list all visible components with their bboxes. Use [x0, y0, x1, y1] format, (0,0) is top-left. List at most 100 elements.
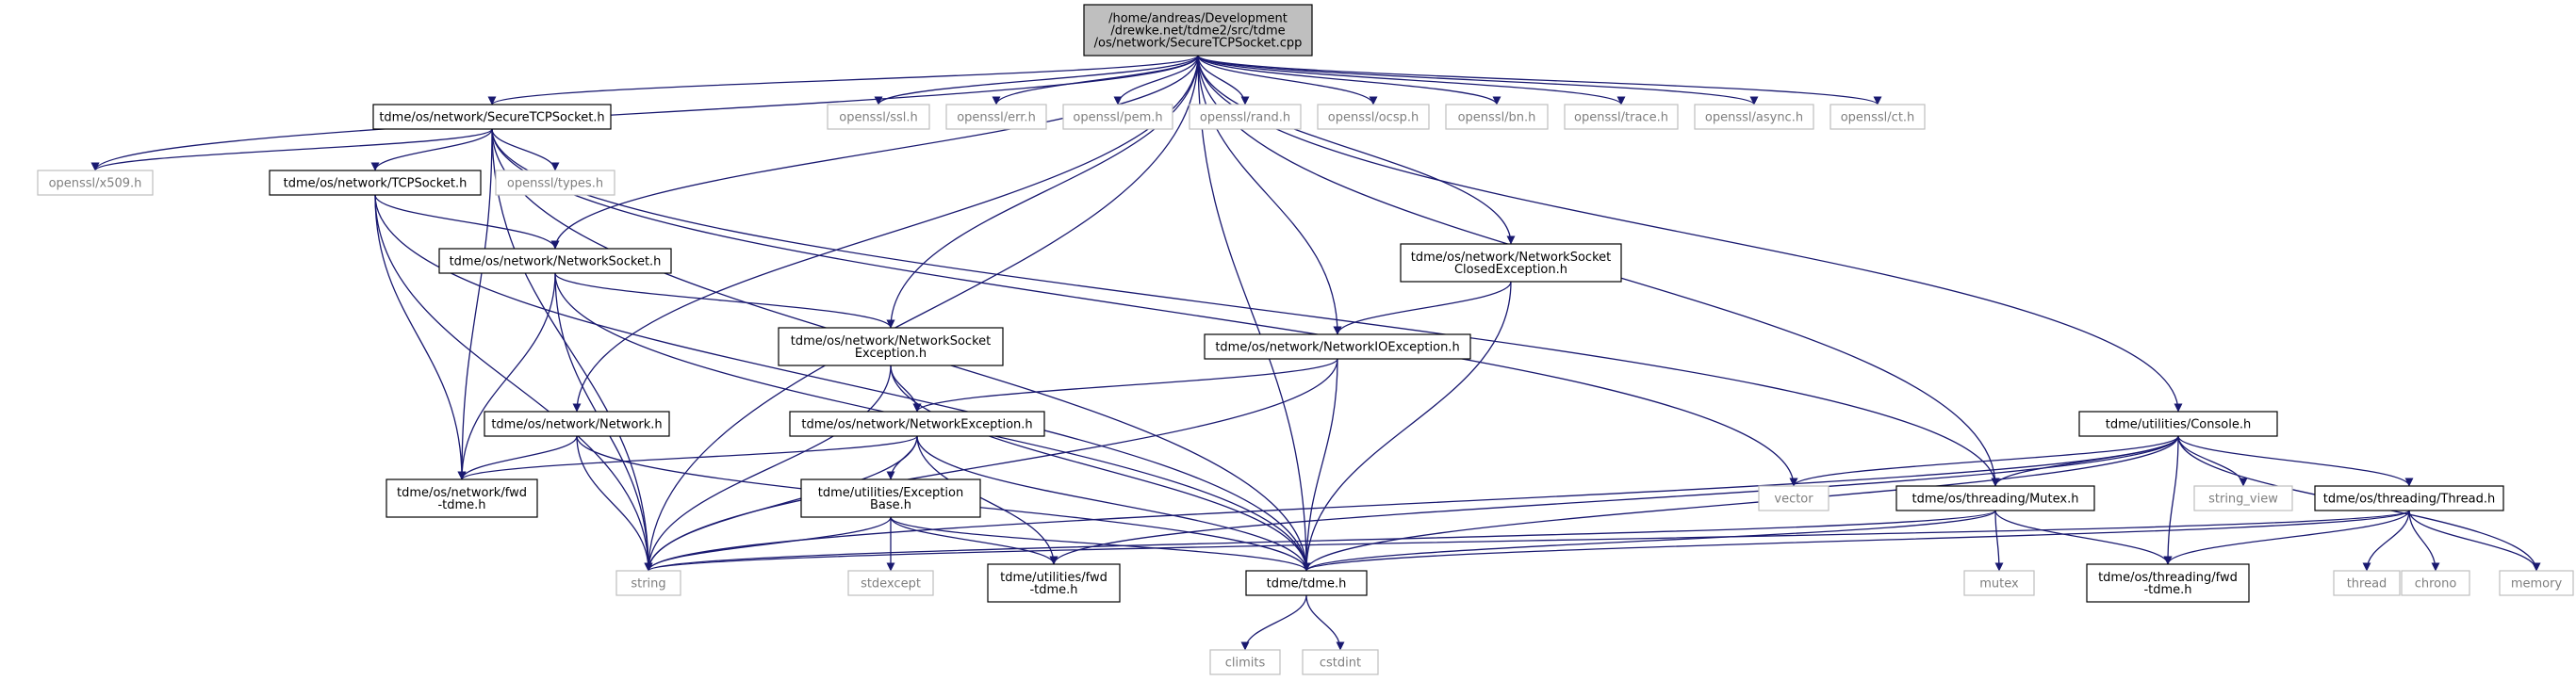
node-label-chrono: chrono — [2415, 577, 2457, 592]
node-label-openssl-types: openssl/types.h — [507, 177, 603, 191]
node-console-h[interactable]: tdme/utilities/Console.h — [2078, 411, 2278, 437]
node-network-socket-closed-exception-h[interactable]: tdme/os/network/NetworkSocketClosedExcep… — [1400, 243, 1622, 283]
node-secure-tcp-socket-h[interactable]: tdme/os/network/SecureTCPSocket.h — [372, 104, 612, 130]
node-box-openssl-err — [945, 104, 1047, 130]
node-label-string-view: string_view — [2208, 493, 2278, 507]
edge-exception-base-h-to-utilities-fwd-tdme-h — [890, 516, 1058, 565]
node-network-socket-h[interactable]: tdme/os/network/NetworkSocket.h — [438, 248, 672, 274]
node-label-utilities-fwd-tdme-h-line-1: tdme/utilities/fwd — [1000, 571, 1108, 585]
edge-thread-h-to-string — [645, 510, 2410, 572]
node-box-chrono — [2401, 570, 2470, 596]
node-box-vector — [1758, 485, 1829, 511]
node-box-openssl-pem — [1062, 104, 1173, 130]
node-box-mutex-h — [1895, 485, 2095, 511]
node-label-utilities-fwd-tdme-h-line-2: -tdme.h — [1029, 583, 1077, 597]
edge-secure-tcp-socket-h-to-vector — [491, 128, 1798, 487]
node-box-openssl-types — [495, 170, 615, 196]
edge-root-to-string — [644, 55, 1199, 572]
node-mutex-h[interactable]: tdme/os/threading/Mutex.h — [1895, 485, 2095, 511]
edge-network-socket-exception-h-to-network-exception-h — [890, 365, 922, 413]
node-box-mutex — [1963, 570, 2035, 596]
node-box-openssl-x509 — [37, 170, 154, 196]
node-box-openssl-ct — [1829, 104, 1926, 130]
node-box-openssl-bn — [1445, 104, 1549, 130]
node-label-climits: climits — [1225, 657, 1266, 671]
node-label-network-socket-exception-h-line-2: Exception.h — [855, 347, 927, 361]
node-box-openssl-ocsp — [1317, 104, 1430, 130]
edge-network-socket-closed-exception-h-to-network-io-exception-h — [1333, 281, 1512, 335]
node-box-root — [1083, 4, 1313, 57]
node-label-secure-tcp-socket-h: tdme/os/network/SecureTCPSocket.h — [379, 111, 604, 125]
node-label-openssl-rand: openssl/rand.h — [1200, 111, 1290, 125]
edge-network-socket-h-to-network-socket-exception-h — [554, 272, 895, 329]
node-tcp-socket-h[interactable]: tdme/os/network/TCPSocket.h — [269, 170, 482, 196]
edge-network-h-to-string — [576, 435, 653, 572]
node-tdme-h[interactable]: tdme/tdme.h — [1245, 570, 1368, 596]
node-box-tdme-h — [1245, 570, 1368, 596]
node-openssl-pem: openssl/pem.h — [1062, 104, 1173, 130]
edge-root-to-network-socket-closed-exception-h — [1197, 55, 1516, 245]
node-box-cstdint — [1302, 649, 1379, 675]
node-root[interactable]: /home/andreas/Development/drewke.net/tdm… — [1083, 4, 1313, 57]
edge-root-to-network-io-exception-h — [1197, 55, 1342, 335]
node-memory: memory — [2499, 570, 2574, 596]
edge-tcp-socket-h-to-network-socket-h — [374, 194, 560, 250]
node-label-network-socket-closed-exception-h-line-2: ClosedException.h — [1454, 263, 1567, 277]
node-openssl-async: openssl/async.h — [1694, 104, 1814, 130]
node-box-openssl-rand — [1189, 104, 1302, 130]
edge-root-to-network-socket-h — [550, 55, 1199, 250]
edge-exception-base-h-to-tdme-h — [890, 516, 1311, 572]
edge-root-to-openssl-rand — [1197, 55, 1250, 105]
node-utilities-fwd-tdme-h[interactable]: tdme/utilities/fwd-tdme.h — [987, 563, 1121, 603]
node-thread-h[interactable]: tdme/os/threading/Thread.h — [2314, 485, 2504, 511]
edge-secure-tcp-socket-h-to-string — [491, 128, 653, 572]
node-openssl-ct: openssl/ct.h — [1829, 104, 1926, 130]
edge-thread-h-to-thread — [2362, 510, 2410, 572]
edge-layer — [90, 55, 2541, 651]
edge-root-to-openssl-bn — [1197, 55, 1501, 105]
node-thread: thread — [2333, 570, 2401, 596]
node-box-string-view — [2193, 485, 2293, 511]
edge-mutex-h-to-string — [644, 510, 1996, 572]
node-label-network-io-exception-h: tdme/os/network/NetworkIOException.h — [1215, 341, 1459, 355]
node-network-io-exception-h[interactable]: tdme/os/network/NetworkIOException.h — [1204, 333, 1471, 360]
node-label-thread: thread — [2347, 577, 2387, 592]
node-label-mutex: mutex — [1979, 577, 2019, 592]
node-label-openssl-err: openssl/err.h — [957, 111, 1036, 125]
node-box-network-h — [484, 411, 670, 437]
node-label-network-socket-closed-exception-h-line-1: tdme/os/network/NetworkSocket — [1411, 251, 1611, 265]
node-label-openssl-bn: openssl/bn.h — [1458, 111, 1536, 125]
node-label-console-h: tdme/utilities/Console.h — [2106, 418, 2251, 432]
node-box-thread — [2333, 570, 2401, 596]
node-box-tcp-socket-h — [269, 170, 482, 196]
edge-secure-tcp-socket-h-to-mutex-h — [491, 128, 2000, 487]
node-vector: vector — [1758, 485, 1829, 511]
node-threading-fwd-tdme-h[interactable]: tdme/os/threading/fwd-tdme.h — [2086, 563, 2250, 603]
node-box-network-socket-exception-h — [778, 327, 1004, 366]
node-layer: /home/andreas/Development/drewke.net/tdm… — [37, 4, 2574, 675]
node-network-exception-h[interactable]: tdme/os/network/NetworkException.h — [789, 411, 1045, 437]
edge-network-exception-h-to-utilities-fwd-tdme-h — [916, 435, 1058, 565]
node-chrono: chrono — [2401, 570, 2470, 596]
node-label-tcp-socket-h: tdme/os/network/TCPSocket.h — [284, 177, 468, 191]
node-label-cstdint: cstdint — [1320, 657, 1361, 671]
node-network-h[interactable]: tdme/os/network/Network.h — [484, 411, 670, 437]
node-label-string: string — [631, 577, 665, 592]
edge-network-exception-h-to-string — [644, 435, 918, 572]
edge-mutex-h-to-threading-fwd-tdme-h — [1994, 510, 2173, 565]
node-label-openssl-ct: openssl/ct.h — [1841, 111, 1915, 125]
edge-tcp-socket-h-to-string — [374, 194, 653, 572]
node-box-network-fwd-tdme-h — [386, 478, 538, 518]
node-label-exception-base-h-line-1: tdme/utilities/Exception — [818, 486, 963, 500]
edge-console-h-to-vector — [1789, 435, 2179, 487]
node-box-network-socket-closed-exception-h — [1400, 243, 1622, 283]
edge-root-to-openssl-async — [1197, 55, 1759, 105]
edge-console-h-to-utilities-fwd-tdme-h — [1049, 435, 2179, 565]
edge-tdme-h-to-climits — [1240, 594, 1307, 651]
edge-console-h-to-string-view — [2177, 435, 2248, 487]
node-network-fwd-tdme-h[interactable]: tdme/os/network/fwd-tdme.h — [386, 478, 538, 518]
node-openssl-ocsp: openssl/ocsp.h — [1317, 104, 1430, 130]
node-mutex: mutex — [1963, 570, 2035, 596]
